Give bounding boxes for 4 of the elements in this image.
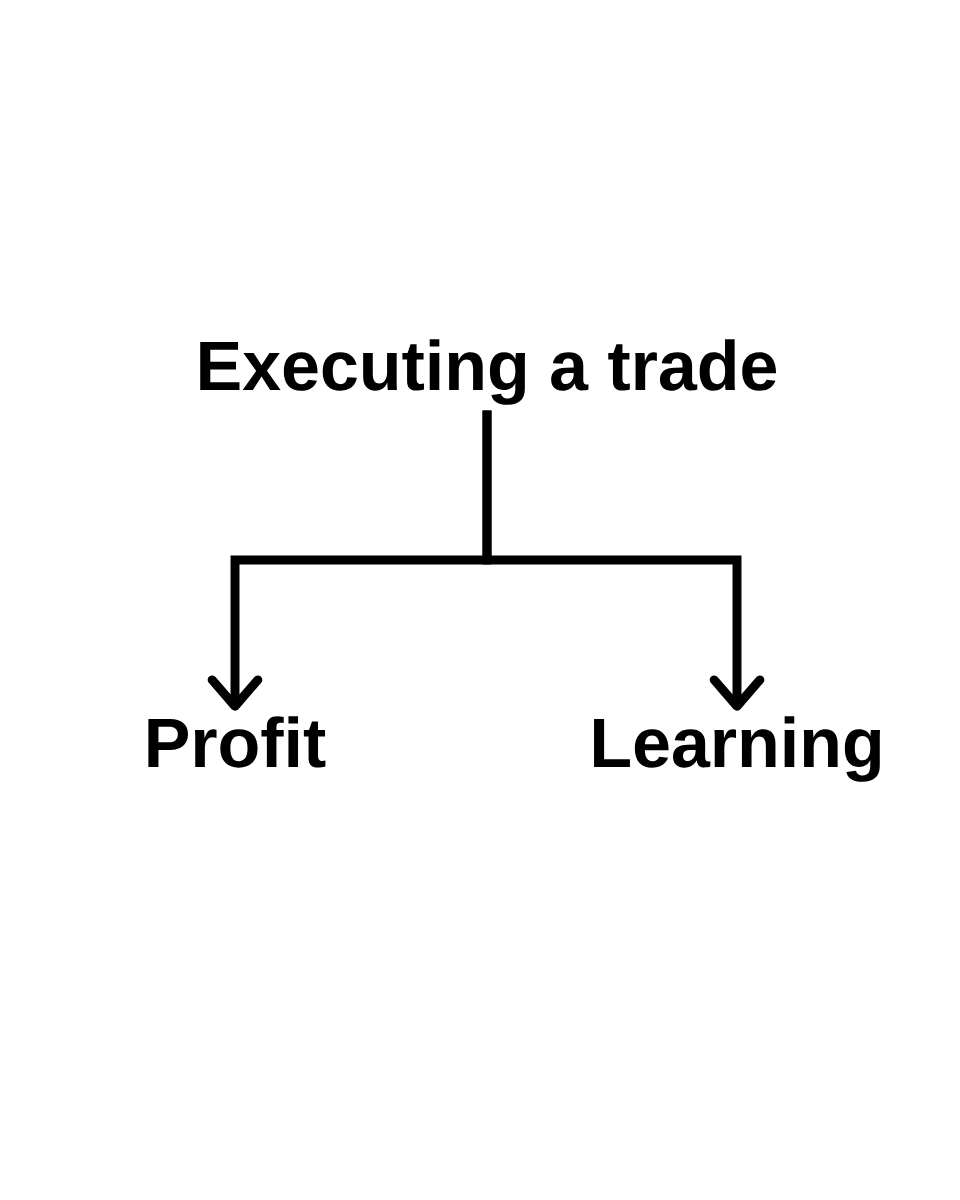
node-label: Profit xyxy=(148,716,326,768)
node-label: Executing a trade xyxy=(200,339,776,405)
node-label: Learning xyxy=(594,716,880,782)
arrow xyxy=(482,410,765,711)
